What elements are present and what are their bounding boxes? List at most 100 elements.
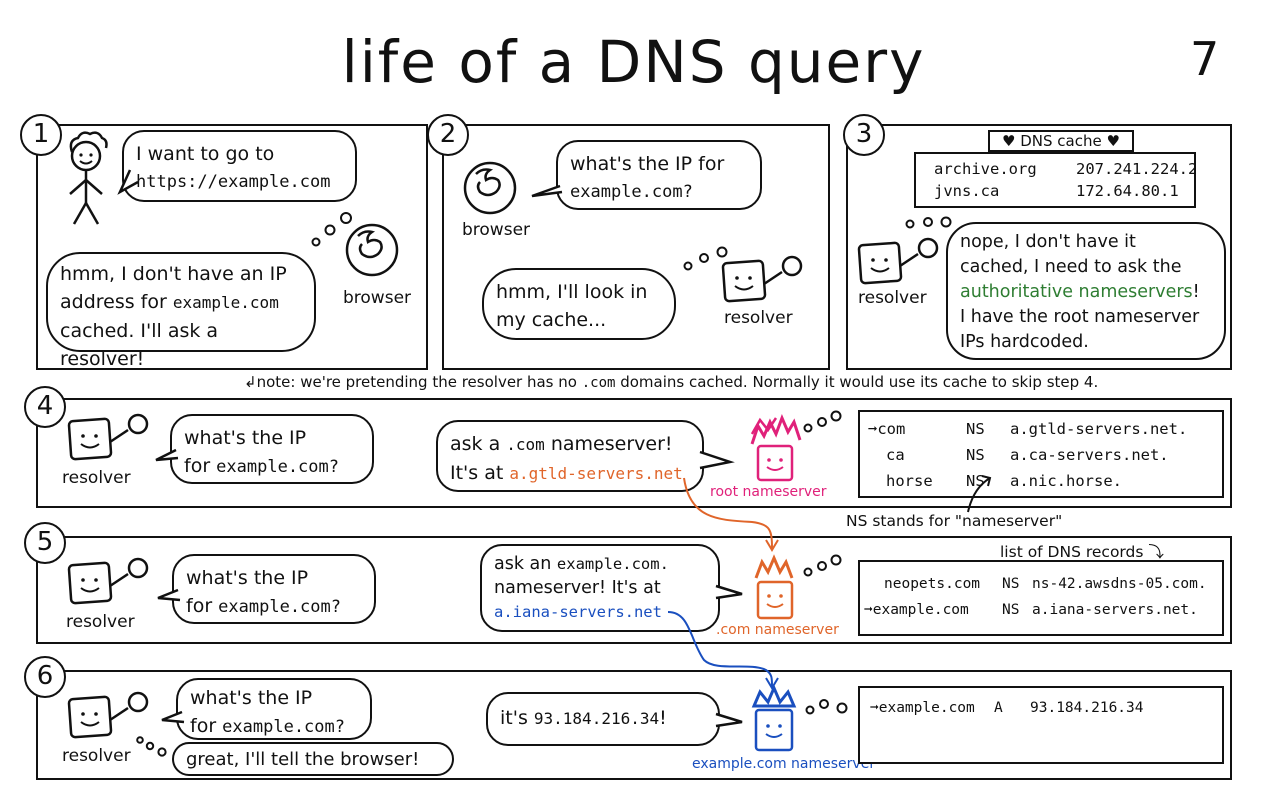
bubble-tail xyxy=(117,169,139,195)
thought-line: hmm, I'll look in xyxy=(496,281,648,303)
speech-text: for xyxy=(184,455,217,477)
table-row: ➞com xyxy=(868,420,905,438)
heart-icon: ♥ xyxy=(1002,132,1016,150)
cache-domain: archive.org xyxy=(934,160,1037,178)
record-type: NS xyxy=(1002,602,1020,618)
panel-2-thought-bubble: hmm, I'll look in my cache... xyxy=(482,268,676,340)
example-nameserver-label: example.com nameserver xyxy=(692,756,876,772)
record-type: A xyxy=(994,700,1003,716)
record-name: horse xyxy=(886,472,933,490)
root-nameserver-icon xyxy=(750,410,842,482)
speech-domain: example.com? xyxy=(218,597,341,617)
speech-line: I want to go to xyxy=(136,143,275,165)
panel-4 xyxy=(36,398,1232,508)
browser-icon xyxy=(463,161,517,215)
gtld-server-link: a.gtld-servers.net xyxy=(509,464,683,483)
thought-domain: example.com xyxy=(172,293,279,312)
record-type: NS xyxy=(966,446,985,464)
thought-line: authoritative nameservers! xyxy=(960,280,1212,305)
thought-dots xyxy=(905,216,952,229)
panel-4-question-bubble: what's the IP for example.com? xyxy=(170,414,374,484)
thought-text: address for xyxy=(60,291,173,313)
cache-ip: 207.241.224.2 xyxy=(1076,160,1198,178)
table-row: archive.org xyxy=(934,160,1037,178)
page-title: life of a DNS query xyxy=(341,28,926,96)
bubble-tail xyxy=(531,184,563,198)
record-value: a.iana-servers.net. xyxy=(1032,602,1198,618)
note-line: ↲note: we're pretending the resolver has… xyxy=(244,373,1098,391)
cache-title-text: DNS cache xyxy=(1020,132,1102,150)
iana-arrow-head xyxy=(765,677,779,690)
bubble-tail xyxy=(715,712,743,728)
speech-domain: example.com. xyxy=(556,555,669,573)
bubble-tail xyxy=(715,584,743,600)
record-name: ca xyxy=(886,446,905,464)
browser-icon xyxy=(345,223,399,277)
panel-1-number: 1 xyxy=(20,114,62,156)
bubble-tail xyxy=(157,588,181,602)
speech-line: what's the IP xyxy=(190,687,313,709)
authoritative-text: authoritative nameservers xyxy=(960,282,1193,302)
dns-cache-table: archive.org 207.241.224.2 jvns.ca 172.64… xyxy=(914,152,1197,208)
table-row: 207.241.224.2 xyxy=(1076,160,1197,178)
panel-4-answer-bubble: ask a .com nameserver! It's at a.gtld-se… xyxy=(436,420,704,492)
record-value: a.nic.horse. xyxy=(1010,472,1122,490)
speech-text: It's at xyxy=(450,462,510,484)
thought-dots xyxy=(311,212,352,247)
row-arrow-icon: ➞ xyxy=(864,602,873,618)
thought-line: IPs hardcoded. xyxy=(960,332,1089,352)
panel-6 xyxy=(36,670,1232,780)
thought-line: cached. I'll ask a resolver! xyxy=(60,320,219,370)
gtld-arrow-head xyxy=(765,539,779,552)
ns-note: NS stands for "nameserver" xyxy=(846,512,1063,530)
thought-line: my cache... xyxy=(496,309,607,331)
records-title: list of DNS records ⤵ xyxy=(1000,540,1164,562)
panel-2-number: 2 xyxy=(427,114,469,156)
speech-line: ask a .com nameserver! xyxy=(450,430,690,459)
note-code: .com xyxy=(581,375,616,391)
browser-label: browser xyxy=(343,288,412,308)
bubble-tail xyxy=(161,710,185,724)
com-records-table: neopets.com NS ns-42.awsdns-05.com. ➞exa… xyxy=(858,560,1224,636)
heart-icon: ♥ xyxy=(1106,132,1120,150)
thought-line: address for example.com xyxy=(60,288,302,317)
record-name: neopets.com xyxy=(884,576,981,592)
speech-text: nameserver! xyxy=(544,433,673,455)
speech-line: what's the IP xyxy=(186,567,309,589)
note-arrow-icon: ↲ xyxy=(244,373,257,391)
com-nameserver-icon xyxy=(754,554,842,620)
resolver-label: resolver xyxy=(62,468,131,488)
iana-arrow xyxy=(667,611,773,687)
table-row: ➞example.com xyxy=(864,602,969,618)
speech-domain: example.com? xyxy=(216,457,339,477)
cache-domain: jvns.ca xyxy=(934,182,1000,200)
thought-dots xyxy=(683,246,728,271)
resolver-label: resolver xyxy=(62,746,131,766)
record-name: example.com xyxy=(878,700,975,716)
thought-text: ! xyxy=(1192,282,1200,302)
panel-6-number: 6 xyxy=(24,656,66,698)
example-records-table: ➞example.com A 93.184.216.34 xyxy=(858,686,1224,764)
thought-line: hmm, I don't have an IP xyxy=(60,263,287,285)
page-number: 7 xyxy=(1190,32,1220,86)
panel-1-thought-bubble: hmm, I don't have an IP address for exam… xyxy=(46,252,316,370)
gtld-arrow xyxy=(683,477,773,549)
record-type: NS xyxy=(1002,576,1020,592)
down-arrow-icon: ⤵ xyxy=(1148,543,1164,561)
panel-3 xyxy=(846,124,1232,370)
records-title-text: list of DNS records xyxy=(1000,543,1144,561)
note-text: note: we're pretending the resolver has … xyxy=(256,373,582,391)
record-value: ns-42.awsdns-05.com. xyxy=(1032,576,1207,592)
panel-1 xyxy=(36,124,428,370)
resolver-label: resolver xyxy=(724,308,793,328)
record-value: 93.184.216.34 xyxy=(1030,700,1144,716)
speech-domain: example.com? xyxy=(570,182,693,202)
bubble-tail xyxy=(155,448,179,462)
panel-5-question-bubble: what's the IP for example.com? xyxy=(172,554,376,624)
table-row: jvns.ca xyxy=(934,182,999,200)
resolver-label: resolver xyxy=(858,288,927,308)
panel-2 xyxy=(442,124,830,370)
dns-cache-title: ♥ DNS cache ♥ xyxy=(988,130,1134,152)
speech-text: ask a xyxy=(450,433,507,455)
panel-5 xyxy=(36,536,1232,644)
